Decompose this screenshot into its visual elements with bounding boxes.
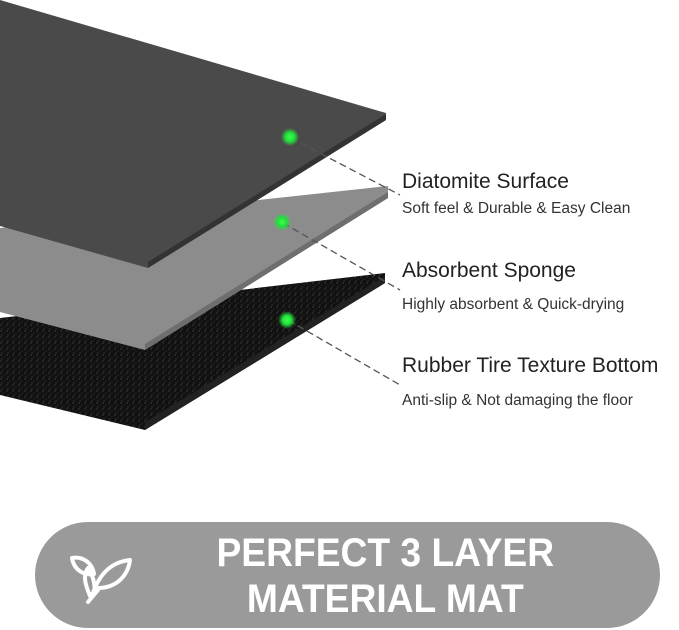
layer-title: Diatomite Surface xyxy=(402,170,569,193)
leaf-icon xyxy=(70,555,132,604)
marker-dot xyxy=(281,128,299,146)
top-layer xyxy=(0,0,386,268)
leader-lines xyxy=(282,137,401,386)
marker-dot xyxy=(278,311,296,329)
layer-subtitle: Highly absorbent & Quick-drying xyxy=(402,296,625,313)
layer-title: Absorbent Sponge xyxy=(402,259,576,282)
layer-subtitle: Anti-slip & Not damaging the floor xyxy=(402,392,633,409)
mat-layers-illustration xyxy=(0,0,401,430)
layer-subtitle: Soft feel & Durable & Easy Clean xyxy=(402,200,631,217)
banner-line-1: PERFECT 3 LAYER xyxy=(216,531,555,575)
feature-banner: PERFECT 3 LAYER MATERIAL MAT xyxy=(35,522,660,628)
layer-title: Rubber Tire Texture Bottom xyxy=(402,354,659,377)
marker-dot xyxy=(273,213,291,231)
banner-heading: PERFECT 3 LAYER MATERIAL MAT xyxy=(190,530,581,622)
banner-line-2: MATERIAL MAT xyxy=(246,577,524,621)
